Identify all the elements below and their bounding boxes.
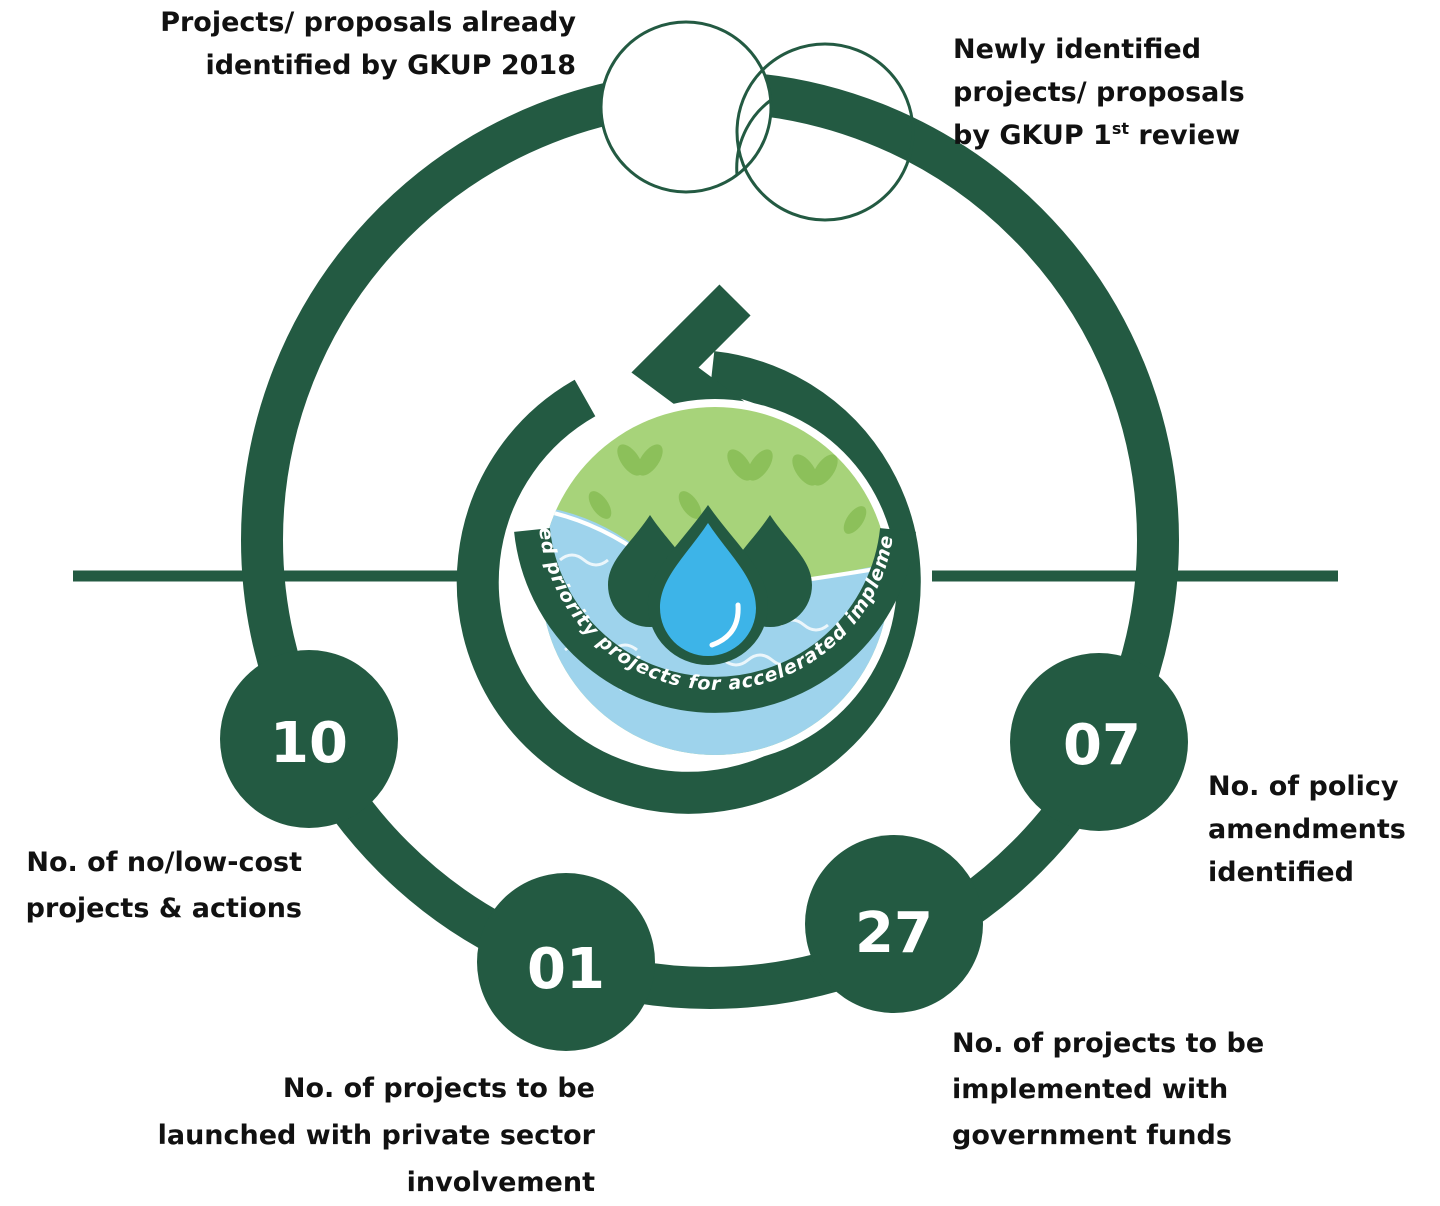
node-government-funds: 27 (805, 835, 983, 1013)
node-value: 01 (527, 937, 605, 1002)
label-private-sector: No. of projects to be launched with priv… (158, 1065, 595, 1206)
node-value: 07 (1063, 713, 1141, 778)
label-government-funds: No. of projects to be implemented with g… (952, 1021, 1264, 1159)
label-no-low-cost: No. of no/low-cost projects & actions (26, 840, 302, 932)
node-value: 10 (270, 711, 348, 776)
node-value: 27 (855, 901, 933, 966)
label-line: identified (1208, 857, 1354, 888)
label-text: review (1129, 120, 1241, 151)
recycle-arrow-icon (456, 351, 921, 814)
label-line: implemented with (952, 1074, 1229, 1105)
circle-existing-projects (599, 20, 773, 194)
circle-new-projects (735, 42, 915, 222)
label-line: No. of policy (1208, 771, 1399, 802)
water-drop-icon (660, 523, 756, 656)
label-line: No. of projects to be (282, 1073, 595, 1104)
center-logo: Finalized priority projects for accelera… (0, 0, 921, 814)
label-line: involvement (406, 1167, 595, 1198)
label-line: amendments (1208, 814, 1406, 845)
label-line: Newly identified (953, 34, 1202, 65)
label-policy-amendments: No. of policy amendments identified (1208, 765, 1406, 894)
label-line: government funds (952, 1120, 1232, 1151)
node-policy-amendments: 07 (1010, 653, 1188, 831)
label-existing-projects: Projects/ proposals already identified b… (160, 1, 576, 87)
label-line: launched with private sector (157, 1120, 595, 1151)
label-text: by GKUP 1 (953, 120, 1112, 151)
label-superscript: st (1111, 119, 1130, 138)
label-line: by GKUP 1st review (953, 114, 1245, 157)
label-line: No. of projects to be (952, 1028, 1265, 1059)
node-private-sector: 01 (477, 873, 655, 1051)
leaf-icon (588, 444, 867, 534)
label-line: Projects/ proposals already (160, 7, 576, 38)
label-line: projects & actions (25, 893, 302, 924)
node-no-low-cost: 10 (220, 650, 398, 828)
label-line: identified by GKUP 2018 (205, 50, 576, 81)
label-new-projects: Newly identified projects/ proposals by … (953, 28, 1245, 157)
label-line: projects/ proposals (953, 77, 1245, 108)
label-line: No. of no/low-cost (26, 847, 302, 878)
